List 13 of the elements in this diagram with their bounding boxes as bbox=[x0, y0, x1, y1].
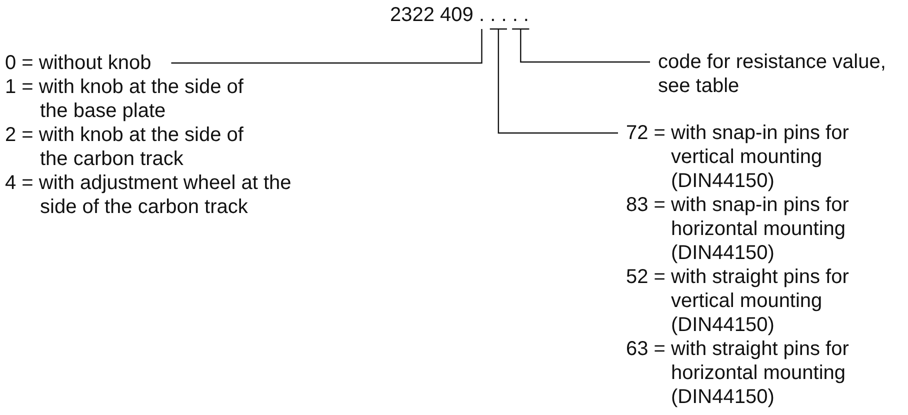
leader-line bbox=[489, 28, 619, 134]
option-text: 72 = with snap-in pins for vertical mounting (DIN44150) bbox=[626, 121, 849, 193]
option-text: 0 = without knob bbox=[5, 51, 152, 75]
option-text: 4 = with adjustment wheel at the side of the carbon track bbox=[5, 171, 292, 219]
note-text: code for resistance value, see table bbox=[658, 50, 886, 98]
option-text: 2 = with knob at the side of the carbon track bbox=[5, 123, 244, 171]
option-text: 1 = with knob at the side of the base plate bbox=[5, 75, 244, 123]
option-text: 83 = with snap-in pins for horizontal mounting (DIN44150) bbox=[626, 193, 849, 265]
option-text: 63 = with straight pins for horizontal mounting (DIN44150) bbox=[626, 337, 849, 409]
leader-line bbox=[171, 29, 482, 64]
leader-line bbox=[512, 28, 651, 63]
option-text: 52 = with straight pins for vertical mounting (DIN44150) bbox=[626, 265, 849, 337]
part-number: 2322 409 . . . . . bbox=[390, 3, 529, 27]
